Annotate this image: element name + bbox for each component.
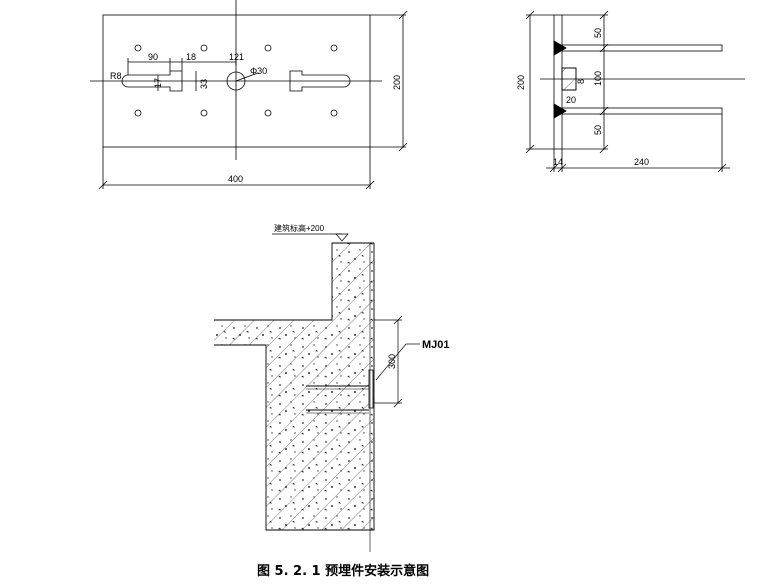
dim-phi30: Φ30 (250, 66, 267, 76)
elevation-marker (335, 233, 349, 242)
plate-view-labels: 90 18 121 Φ30 R8 17 33 200 400 (110, 52, 402, 184)
dim-300: 300 (387, 354, 397, 369)
weld-top (553, 40, 567, 56)
section-view (214, 233, 420, 552)
dim-121: 121 (229, 52, 244, 62)
plate-view (90, 0, 408, 190)
center-hole (226, 71, 246, 91)
dim-20: 20 (566, 95, 576, 105)
elevation-label: 建筑标高+200 (274, 223, 325, 233)
dim-8: 8 (576, 79, 586, 84)
side-plate (553, 14, 563, 150)
side-view-labels: 200 50 100 50 20 8 14 240 (516, 28, 649, 167)
dim-50-top: 50 (593, 28, 603, 38)
dim-14: 14 (553, 157, 563, 167)
dim-18: 18 (186, 52, 196, 62)
dim-200-plate: 200 (392, 75, 402, 90)
tag-mj01: MJ01 (422, 339, 450, 351)
dim-100: 100 (593, 71, 603, 86)
anchor-bar-bottom (561, 107, 723, 115)
dim-r8: R8 (110, 71, 122, 81)
dim-240: 240 (634, 157, 649, 167)
dim-200-side: 200 (516, 75, 526, 90)
section-view-labels: 建筑标高+200 300 MJ01 (274, 223, 450, 369)
concrete-outline (214, 242, 375, 531)
dim-50-bottom: 50 (593, 125, 603, 135)
dim-400: 400 (228, 174, 243, 184)
right-slot (289, 70, 351, 92)
figure-caption: 图 5. 2. 1 预埋件安装示意图 (257, 563, 429, 579)
dim-33: 33 (199, 79, 209, 89)
embed-plate (368, 369, 374, 409)
weld-bottom (553, 103, 567, 119)
bolt-holes (134, 44, 338, 117)
center-stud (561, 67, 577, 91)
left-slot (121, 70, 183, 92)
dim-17: 17 (153, 78, 163, 88)
dim-90: 90 (148, 52, 158, 62)
anchor-bar-top (561, 44, 723, 52)
side-view (525, 10, 745, 173)
